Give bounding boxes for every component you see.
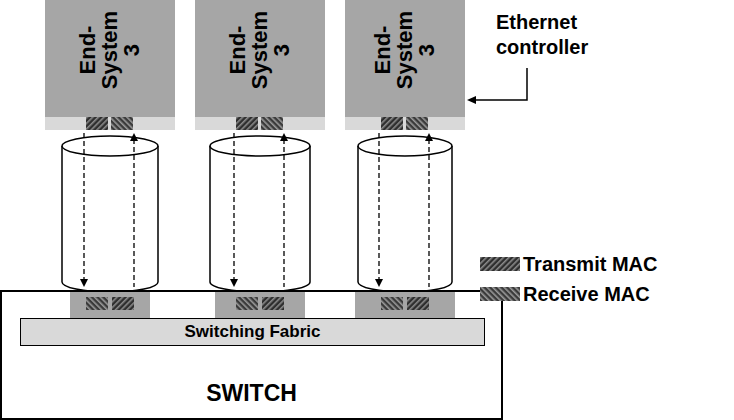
switch-port: [215, 292, 305, 318]
end-system-box: End- System 3: [345, 0, 465, 130]
legend-item: Transmit MAC: [480, 252, 657, 276]
mac-blocks: [86, 117, 134, 130]
switch-port: [355, 292, 455, 318]
ethernet-controller-band: [345, 117, 465, 130]
end-system-name: End- System 3: [77, 11, 143, 89]
cable-cylinder: [62, 136, 158, 292]
callout-label: Ethernet controller: [496, 10, 588, 60]
end-system-box: End- System 3: [45, 0, 175, 130]
switching-fabric-box: Switching Fabric: [20, 318, 485, 346]
link-arrow: [230, 133, 288, 287]
leader-line: [467, 68, 527, 104]
end-system-box: End- System 3: [195, 0, 325, 130]
ethernet-controller-band: [45, 117, 175, 130]
cable-cylinder: [358, 136, 452, 292]
switch-title: SWITCH: [2, 380, 501, 406]
mac-blocks: [381, 117, 429, 130]
end-system-name: End- System 3: [372, 11, 438, 89]
legend-text: Transmit MAC: [523, 252, 657, 276]
fabric-name: Switching Fabric: [184, 322, 320, 342]
link-arrow: [375, 133, 433, 287]
switch-box: SWITCH Switching Fabric: [0, 290, 503, 420]
switch-port: [70, 292, 150, 318]
ethernet-controller-band: [195, 117, 325, 130]
link-arrow: [80, 133, 138, 287]
legend-text: Receive MAC: [523, 282, 650, 306]
legend-swatch: [480, 287, 520, 301]
legend-item: Receive MAC: [480, 282, 650, 306]
mac-blocks: [236, 117, 284, 130]
end-system-name: End- System 3: [227, 11, 293, 89]
cable-cylinder: [210, 136, 310, 292]
legend-swatch: [480, 257, 520, 271]
